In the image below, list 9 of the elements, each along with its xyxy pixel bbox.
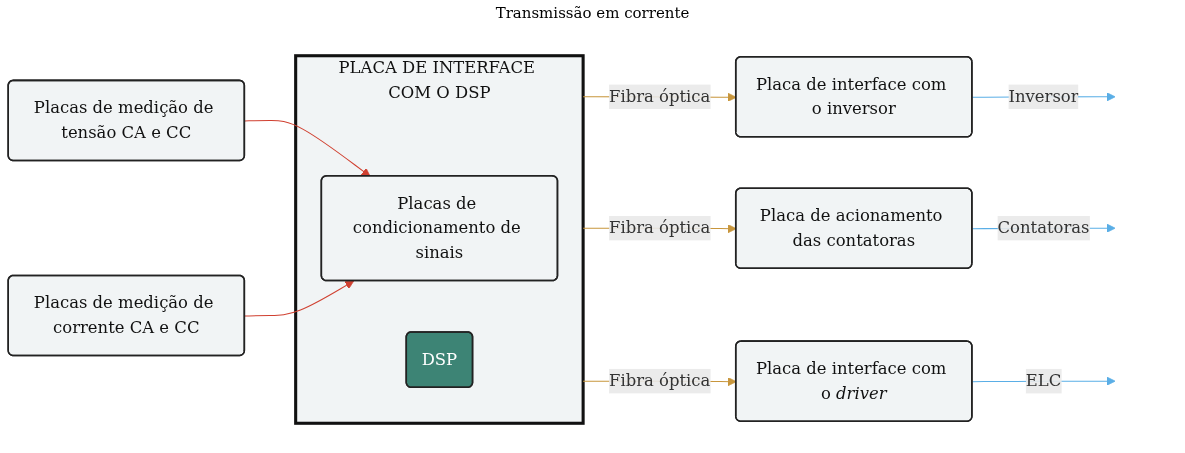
edge-label: Fibra óptica	[609, 370, 711, 391]
edge-label: Fibra óptica	[609, 86, 711, 107]
edge-label: Fibra óptica	[609, 217, 711, 238]
edge-label: ELC	[1025, 370, 1062, 391]
note-text: Transmissão em corrente	[495, 4, 690, 22]
edge-label: Contatoras	[997, 217, 1090, 238]
edge-label: Inversor	[1008, 86, 1079, 107]
arrow	[244, 280, 355, 317]
arrow	[244, 119, 371, 177]
